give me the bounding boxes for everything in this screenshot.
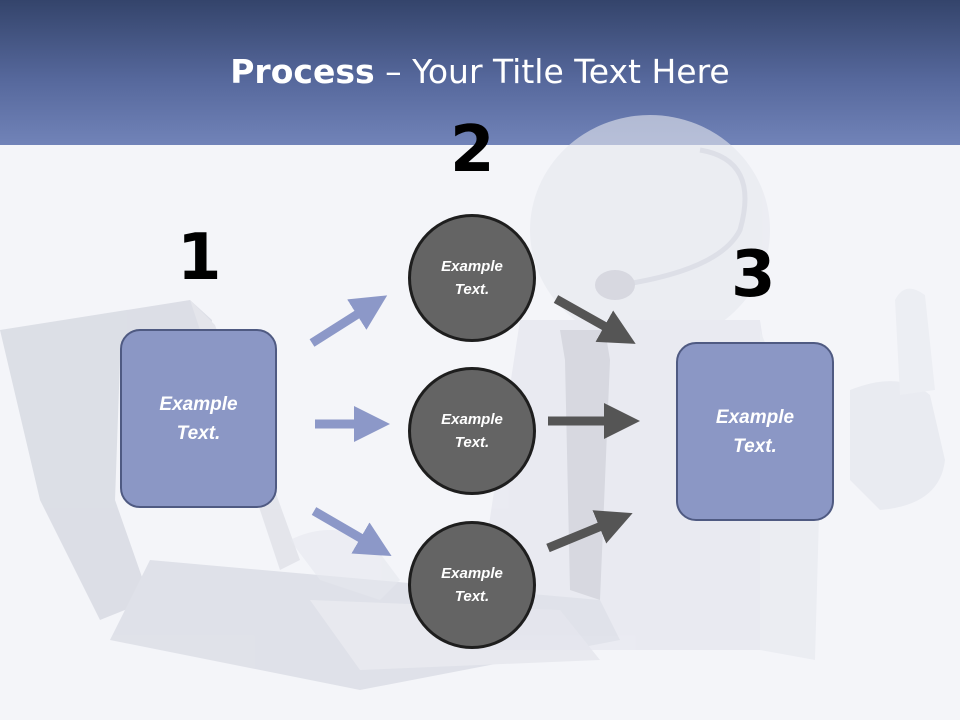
step3-box: Example Text. xyxy=(676,342,834,521)
step-number-3: 3 xyxy=(731,238,776,312)
step-number-1: 1 xyxy=(177,221,222,295)
circle-bottom-label: Example Text. xyxy=(441,565,503,605)
arrows-step2-to-step3 xyxy=(546,295,640,553)
arrow-from-top-circle xyxy=(553,295,636,344)
arrows-step1-to-step2 xyxy=(309,295,392,557)
step1-box: Example Text. xyxy=(120,329,277,508)
arrow-to-top-circle xyxy=(309,295,388,347)
page-title: Process – Your Title Text Here xyxy=(0,52,960,91)
step2-circle-bottom: Example Text. xyxy=(408,521,536,649)
arrow-from-bottom-circle xyxy=(546,510,633,553)
step2-circle-middle: Example Text. xyxy=(408,367,536,495)
arrow-to-bottom-circle xyxy=(311,507,392,557)
person-illustration xyxy=(290,115,945,660)
title-banner xyxy=(0,0,960,145)
title-bold-part: Process xyxy=(230,52,375,91)
title-rest-part: – Your Title Text Here xyxy=(374,52,730,91)
step-number-2: 2 xyxy=(450,113,495,187)
circle-top-label: Example Text. xyxy=(441,258,503,298)
step3-label: Example Text. xyxy=(715,406,795,457)
circle-middle-label: Example Text. xyxy=(441,411,503,451)
step2-circle-top: Example Text. xyxy=(408,214,536,342)
step1-label: Example Text. xyxy=(159,393,238,444)
